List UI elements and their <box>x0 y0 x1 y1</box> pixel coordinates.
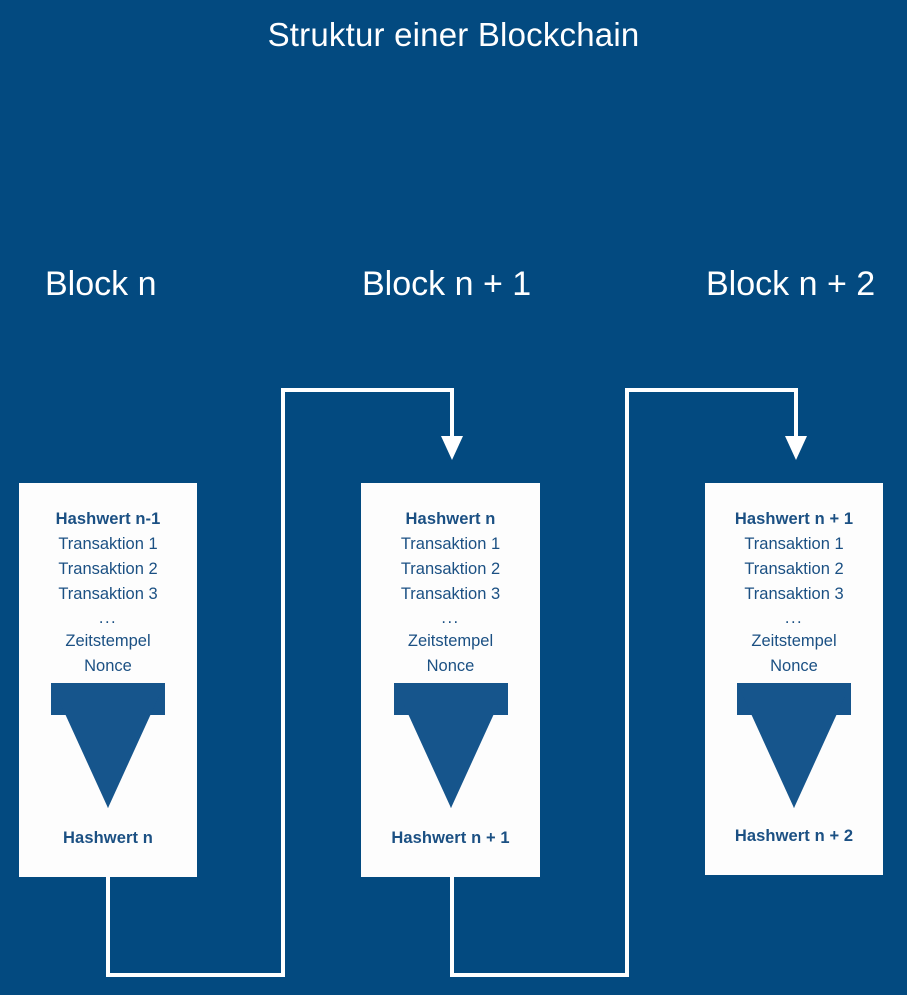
block-n-plus-2-fields: Hashwert n + 1 Transaktion 1 Transaktion… <box>705 507 883 679</box>
block-n-plus-2-timestamp: Zeitstempel <box>751 632 837 650</box>
connector-1-segment-up <box>281 388 285 973</box>
block-n-plus-2-prev-hash: Hashwert n + 1 <box>734 510 854 528</box>
connector-1-segment-top <box>281 388 454 392</box>
block-n-transaction-3: Transaktion 3 <box>58 585 158 603</box>
block-n-plus-1-transaction-1: Transaktion 1 <box>400 535 501 553</box>
down-arrow-icon <box>51 683 165 808</box>
connector-2-arrowhead-icon <box>785 436 807 460</box>
connector-1-segment-bottom <box>106 973 285 977</box>
connector-2-segment-down <box>450 877 454 977</box>
page-title: Struktur einer Blockchain <box>267 16 640 53</box>
block-n-plus-1-prev-hash: Hashwert n <box>405 510 496 528</box>
block-n-plus-2-transaction-3: Transaktion 3 <box>744 585 844 603</box>
connector-1-segment-down <box>106 877 110 977</box>
block-card-n: Hashwert n-1 Transaktion 1 Transaktion 2… <box>19 483 197 877</box>
block-n-nonce: Nonce <box>84 657 132 675</box>
block-n-plus-1-ellipsis: ... <box>441 609 460 627</box>
block-n-plus-2-transaction-2: Transaktion 2 <box>744 560 844 578</box>
connector-1-arrowhead-icon <box>441 436 463 460</box>
block-n-transaction-2: Transaktion 2 <box>58 560 158 578</box>
block-n-plus-2-ellipsis: ... <box>784 609 804 627</box>
block-n-plus-1-transaction-3: Transaktion 3 <box>400 585 501 603</box>
block-n-output-hash: Hashwert n <box>63 829 153 847</box>
connector-2-segment-top <box>625 388 798 392</box>
block-heading-n-plus-1: Block n + 1 <box>362 265 532 303</box>
block-n-timestamp: Zeitstempel <box>65 632 151 650</box>
block-n-plus-2-transaction-1: Transaktion 1 <box>744 535 844 553</box>
block-n-plus-2-output-hash: Hashwert n + 2 <box>734 827 854 845</box>
block-n-ellipsis: ... <box>98 609 118 627</box>
block-n-plus-1-nonce: Nonce <box>426 657 475 675</box>
connector-2-segment-descend <box>794 388 798 440</box>
block-heading-n: Block n <box>45 265 157 303</box>
block-n-fields: Hashwert n-1 Transaktion 1 Transaktion 2… <box>19 507 197 679</box>
block-n-plus-1-transaction-2: Transaktion 2 <box>400 560 501 578</box>
block-n-plus-1-timestamp: Zeitstempel <box>407 632 494 650</box>
block-n-plus-1-fields: Hashwert n Transaktion 1 Transaktion 2 T… <box>361 507 540 679</box>
connector-2-segment-up <box>625 388 629 973</box>
connector-1-segment-descend <box>450 388 454 440</box>
block-n-plus-1-output-hash: Hashwert n + 1 <box>391 829 510 847</box>
block-n-prev-hash: Hashwert n-1 <box>55 510 161 528</box>
block-n-transaction-1: Transaktion 1 <box>58 535 158 553</box>
block-card-n-plus-2: Hashwert n + 1 Transaktion 1 Transaktion… <box>705 483 883 875</box>
connector-2-segment-bottom <box>450 973 629 977</box>
block-card-n-plus-1: Hashwert n Transaktion 1 Transaktion 2 T… <box>361 483 540 877</box>
block-heading-n-plus-2: Block n + 2 <box>706 265 876 303</box>
down-arrow-icon <box>737 683 851 808</box>
down-arrow-icon <box>393 683 508 808</box>
block-n-plus-2-nonce: Nonce <box>770 657 818 675</box>
